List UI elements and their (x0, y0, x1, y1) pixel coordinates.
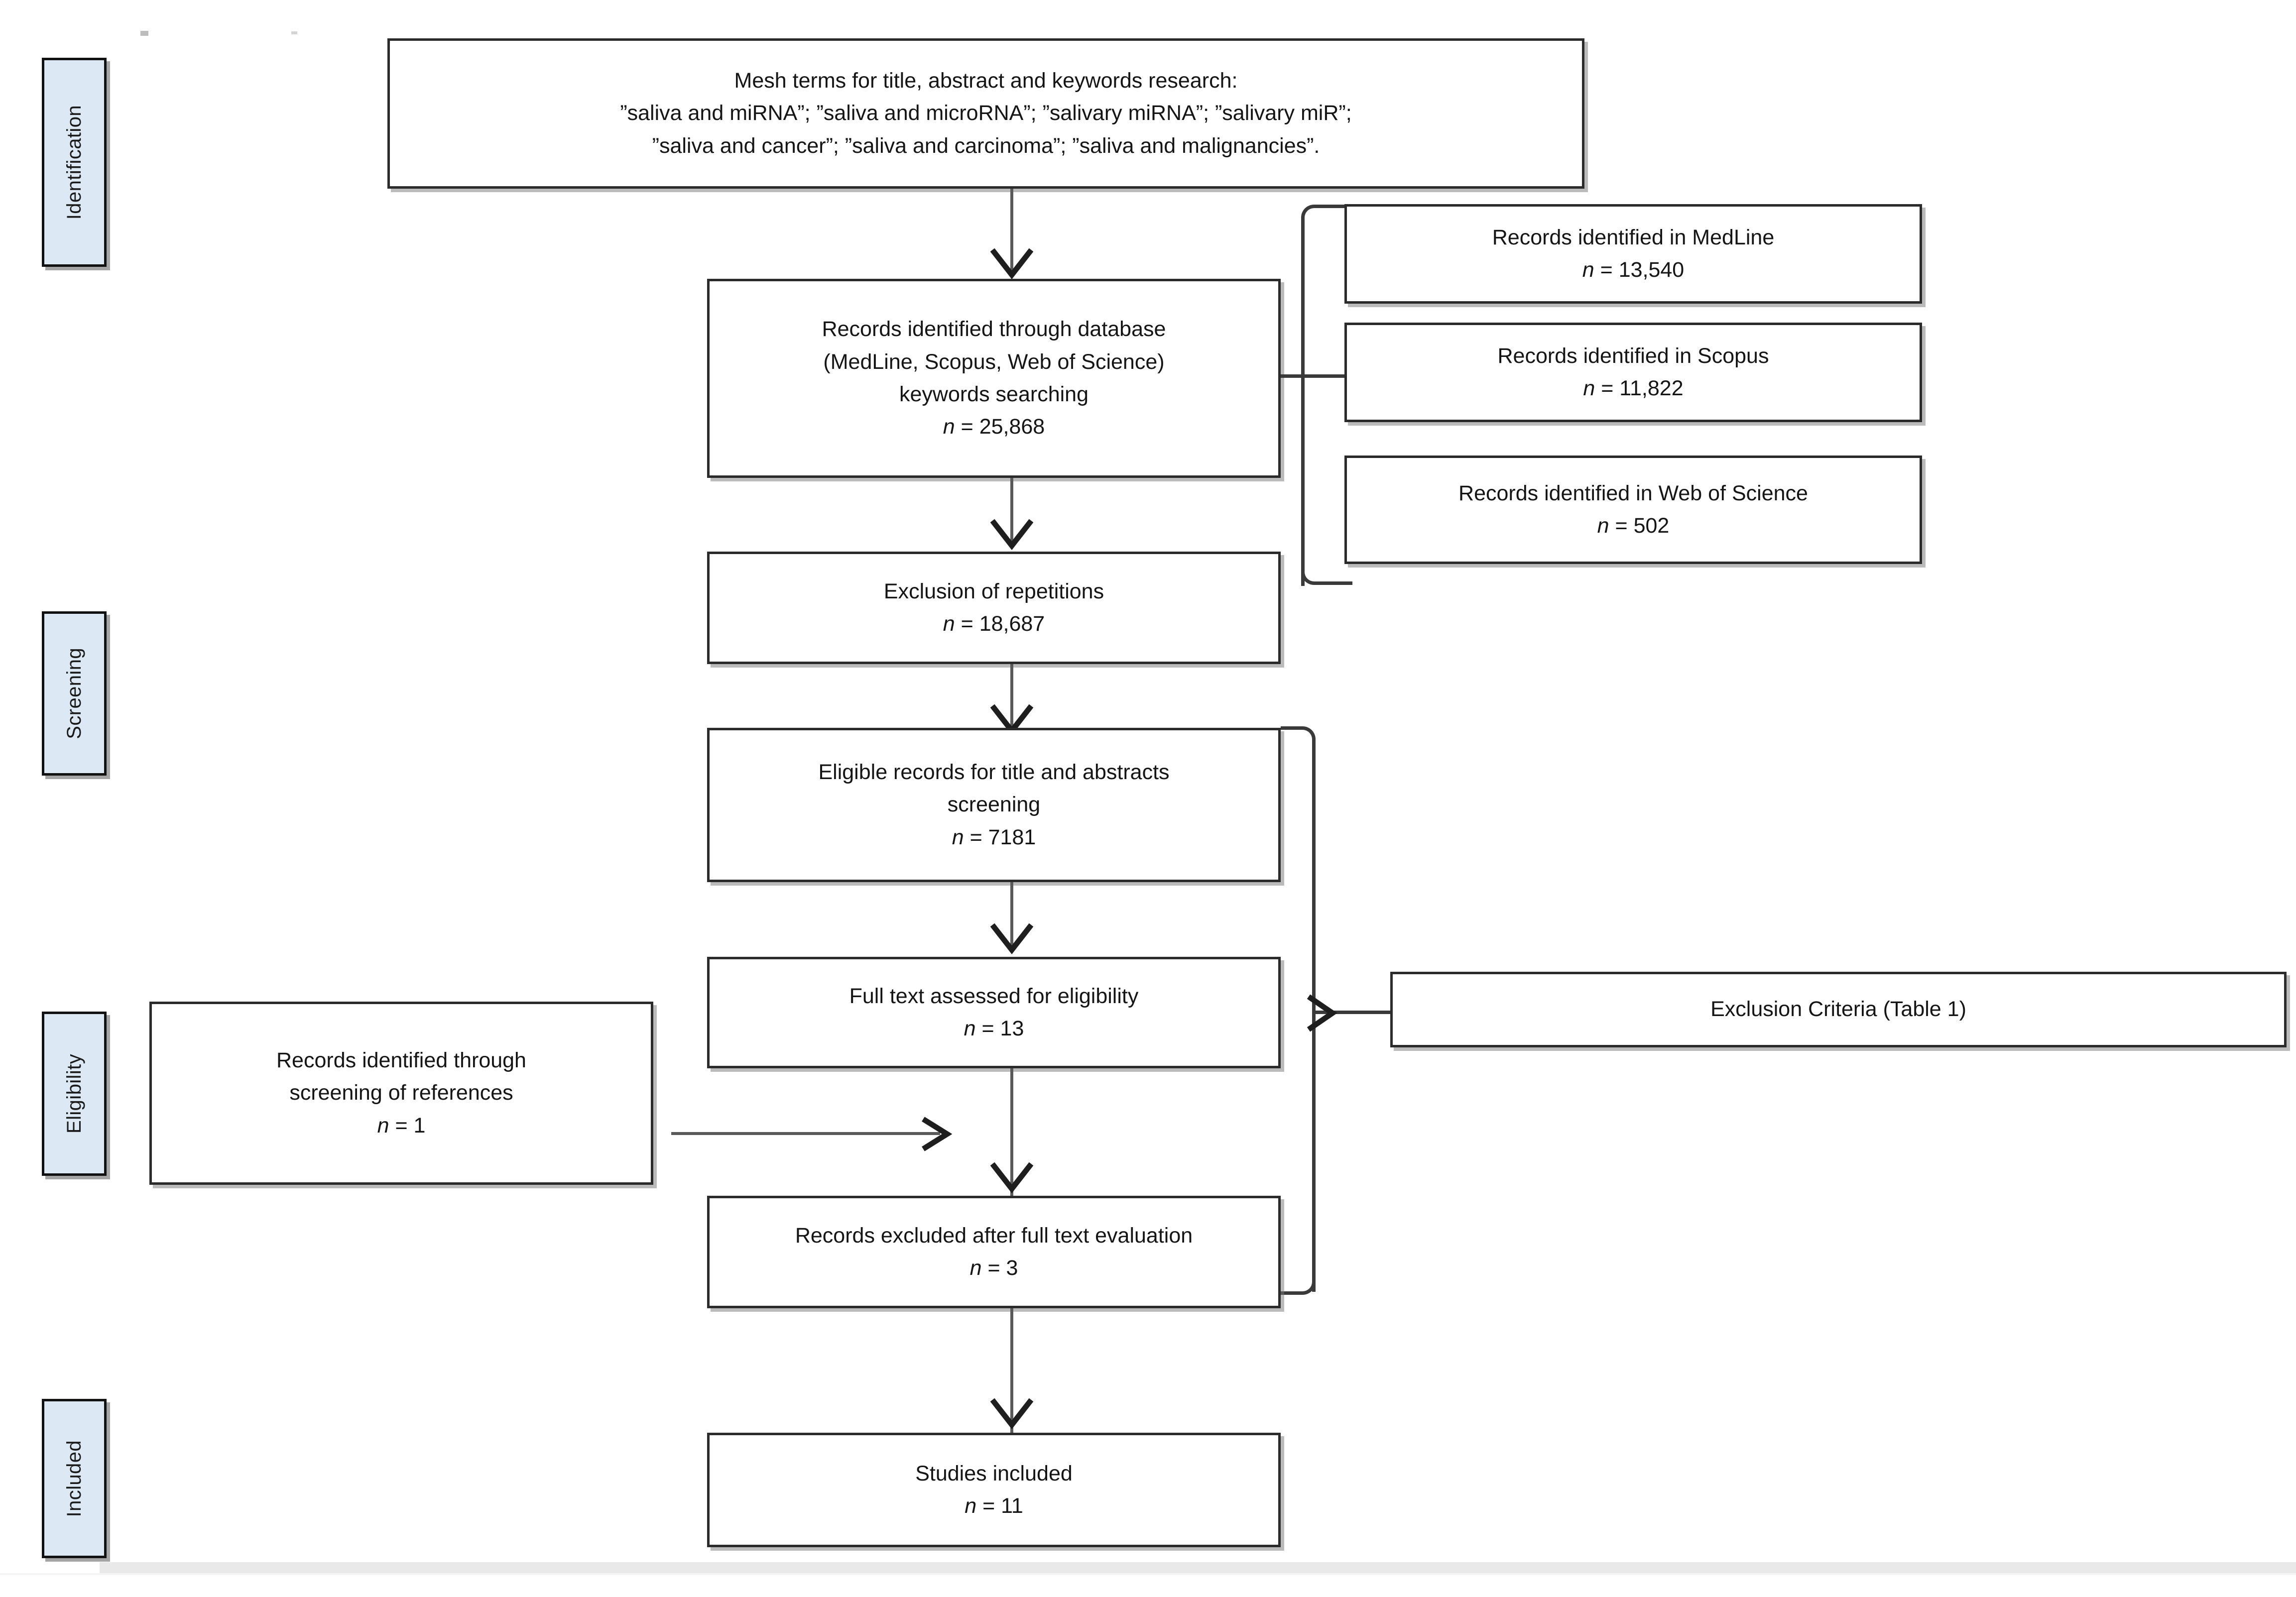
connector-database-to-repetitions (1010, 478, 1013, 544)
box-exclusion-repetitions: Exclusion of repetitions n = 18,687 (707, 552, 1281, 664)
arrowhead-down-excluded-to-included (990, 1398, 1034, 1429)
box-studies-included: Studies included n = 11 (707, 1433, 1281, 1547)
exclusion-repetitions-line-1: Exclusion of repetitions (883, 579, 1104, 603)
scopus-count: n = 11,822 (1583, 376, 1684, 400)
exclusion-criteria-line-1: Exclusion Criteria (Table 1) (1710, 997, 1966, 1022)
box-database-records: Records identified through database (Med… (707, 279, 1281, 478)
bracket-corner-eligible-top (1281, 726, 1316, 748)
eligible-records-line-2: screening (947, 793, 1041, 817)
web-of-science-n-label: n (1597, 514, 1609, 538)
bracket-corner-wos (1301, 563, 1331, 585)
database-records-count: n = 25,868 (943, 415, 1045, 439)
database-records-n-value: 25,868 (979, 415, 1045, 439)
arrowhead-down-mesh-to-database (990, 248, 1034, 279)
references-screening-count: n = 1 (377, 1113, 426, 1138)
references-screening-n-label: n (377, 1113, 389, 1138)
stage-label-screening: Screening (42, 611, 107, 776)
medline-n-value: 13,540 (1618, 258, 1685, 282)
connector-to-exclusion-criteria (1314, 1011, 1393, 1014)
scopus-n-label: n (1583, 376, 1595, 400)
studies-included-count: n = 11 (965, 1494, 1023, 1518)
mesh-terms-line-3: ”saliva and cancer”; ”saliva and carcino… (652, 133, 1320, 158)
bracket-corner-excluded-bottom (1281, 1273, 1316, 1295)
records-excluded-line-1: Records excluded after full text evaluat… (795, 1223, 1193, 1248)
web-of-science-count: n = 502 (1597, 514, 1670, 538)
bracket-arm-wos (1325, 581, 1352, 585)
references-screening-line-2: screening of references (289, 1081, 513, 1105)
bracket-arm-medline (1325, 205, 1352, 208)
page-bottom-edge (100, 1562, 2296, 1573)
exclusion-repetitions-n-value: 18,687 (979, 612, 1045, 636)
bracket-spine-exclusion (1312, 744, 1316, 1292)
box-records-excluded: Records excluded after full text evaluat… (707, 1196, 1281, 1308)
medline-n-label: n (1582, 258, 1594, 282)
box-medline: Records identified in MedLine n = 13,540 (1344, 204, 1922, 304)
medline-line-1: Records identified in MedLine (1492, 225, 1775, 249)
bracket-arm-scopus (1301, 374, 1352, 378)
medline-count: n = 13,540 (1582, 258, 1685, 282)
scan-artifact (291, 31, 297, 34)
scopus-line-1: Records identified in Scopus (1497, 343, 1769, 368)
stage-label-identification: Identification (42, 58, 107, 267)
records-excluded-count: n = 3 (969, 1256, 1018, 1280)
records-excluded-n-value: 3 (1006, 1256, 1018, 1280)
database-records-line-1: Records identified through database (822, 317, 1166, 342)
stage-label-included: Included (42, 1399, 107, 1558)
exclusion-repetitions-n-label: n (943, 612, 955, 636)
bracket-spine-sources (1301, 218, 1305, 586)
scan-artifact (140, 31, 148, 36)
arrowhead-right-to-exclusion-criteria (1307, 994, 1337, 1032)
mesh-terms-line-2: ”saliva and miRNA”; ”saliva and microRNA… (620, 101, 1352, 125)
full-text-line-1: Full text assessed for eligibility (849, 984, 1139, 1008)
web-of-science-n-value: 502 (1633, 514, 1670, 538)
studies-included-n-value: 11 (1001, 1494, 1023, 1518)
records-excluded-n-label: n (969, 1256, 982, 1280)
full-text-n-value: 13 (1000, 1017, 1024, 1040)
box-web-of-science: Records identified in Web of Science n =… (1344, 456, 1922, 564)
connector-eligible-to-fulltext (1010, 882, 1013, 948)
arrowhead-down-eligible-to-fulltext (990, 923, 1034, 954)
connector-mesh-to-database (1010, 189, 1013, 276)
database-records-line-2: (MedLine, Scopus, Web of Science) (823, 349, 1165, 374)
arrowhead-right-references-to-main (922, 1117, 953, 1151)
references-screening-n-value: 1 (413, 1113, 426, 1138)
stage-label-screening-text: Screening (63, 648, 85, 739)
bracket-stub-database (1281, 374, 1305, 378)
scopus-n-value: 11,822 (1619, 376, 1684, 400)
full-text-n-label: n (964, 1017, 976, 1040)
connector-repetitions-to-eligible (1010, 664, 1013, 729)
stage-label-eligibility: Eligibility (42, 1012, 107, 1176)
stage-label-included-text: Included (63, 1440, 85, 1517)
box-full-text: Full text assessed for eligibility n = 1… (707, 957, 1281, 1068)
web-of-science-line-1: Records identified in Web of Science (1458, 481, 1808, 505)
arrowhead-down-database-to-repetitions (990, 519, 1034, 550)
connector-excluded-to-included (1010, 1308, 1013, 1433)
box-references-screening: Records identified through screening of … (149, 1002, 653, 1185)
bracket-corner-medline (1301, 205, 1331, 225)
eligible-records-n-value: 7181 (988, 825, 1036, 849)
arrowhead-down-fulltext-to-excluded (990, 1162, 1034, 1193)
box-exclusion-criteria: Exclusion Criteria (Table 1) (1390, 972, 2287, 1047)
exclusion-repetitions-count: n = 18,687 (943, 612, 1045, 636)
full-text-count: n = 13 (964, 1017, 1024, 1040)
database-records-line-3: keywords searching (899, 382, 1088, 406)
eligible-records-line-1: Eligible records for title and abstracts (818, 760, 1170, 784)
box-mesh-terms: Mesh terms for title, abstract and keywo… (387, 38, 1584, 189)
connector-fulltext-to-excluded (1010, 1068, 1013, 1198)
database-records-n-label: n (943, 415, 955, 439)
stage-label-identification-text: Identification (63, 105, 85, 220)
connector-references-to-main (671, 1132, 940, 1135)
eligible-records-n-label: n (952, 825, 964, 849)
references-screening-line-1: Records identified through (276, 1048, 526, 1072)
eligible-records-count: n = 7181 (952, 825, 1036, 849)
box-eligible-records: Eligible records for title and abstracts… (707, 728, 1281, 882)
studies-included-line-1: Studies included (915, 1461, 1073, 1485)
page-bottom-edge-shadow (0, 1573, 2296, 1575)
box-scopus: Records identified in Scopus n = 11,822 (1344, 323, 1922, 422)
studies-included-n-label: n (965, 1494, 977, 1518)
mesh-terms-line-1: Mesh terms for title, abstract and keywo… (734, 68, 1238, 93)
stage-label-eligibility-text: Eligibility (63, 1053, 85, 1134)
